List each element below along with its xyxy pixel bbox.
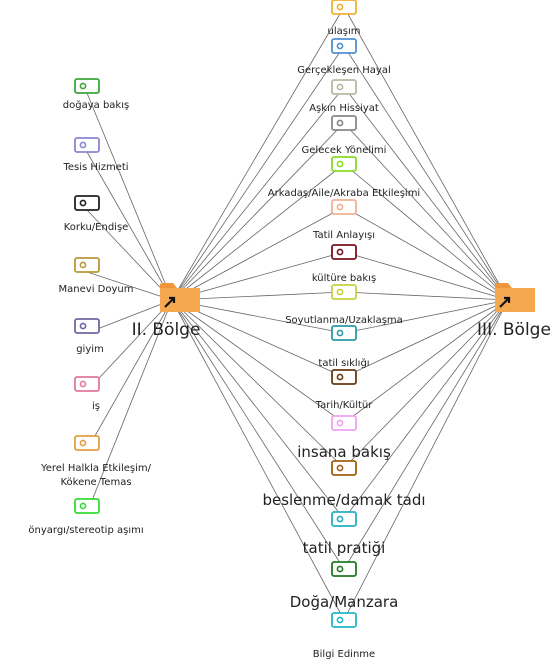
code-label: Doğa/Manzara (290, 593, 399, 611)
code-label: insana bakış (297, 443, 391, 461)
folder-shortcut-icon (495, 283, 535, 312)
connector-line (171, 86, 345, 301)
connector-line (343, 299, 509, 570)
code-label: Soyutlanma/Uzaklaşma (285, 315, 403, 326)
code-tag-icon (74, 376, 100, 392)
code-label: beslenme/damak tadı (262, 491, 425, 509)
connector-line (171, 299, 345, 334)
code-tag-icon (74, 318, 100, 334)
connector-line (343, 206, 509, 301)
code-label: iş (92, 401, 100, 412)
code-label: Bilgi Edinme (313, 649, 375, 660)
connector-line (86, 299, 173, 334)
connector-line (171, 163, 345, 301)
connector-line (171, 6, 345, 301)
connector-lines (86, 6, 509, 621)
connector-line (171, 299, 345, 424)
code-tag-icon (331, 156, 357, 172)
code-tag-icon (331, 79, 357, 95)
code-label: ulaşım (328, 26, 361, 37)
connector-line (86, 299, 173, 392)
code-tag-icon (331, 38, 357, 54)
code-label: tatil pratiği (303, 539, 386, 557)
connector-line (343, 251, 509, 301)
code-label: Kökene Temas (60, 477, 131, 488)
code-tag-icon (74, 257, 100, 273)
code-label: tatil sıklığı (318, 357, 369, 369)
code-tag-icon (74, 78, 100, 94)
code-tag-icon (331, 0, 357, 15)
connector-line (343, 6, 509, 301)
connector-line (86, 271, 173, 301)
code-label: Manevi Doyum (59, 284, 134, 295)
hub-iii-bolge[interactable]: III. Bölge (477, 283, 551, 340)
code-tag-icon (74, 137, 100, 153)
code-tag-icon (331, 244, 357, 260)
code-tag-icon (331, 460, 357, 476)
code-tag-icon (74, 195, 100, 211)
code-tag-icon (331, 511, 357, 527)
connector-line (343, 299, 509, 334)
code-label: Tarih/Kültür (315, 400, 374, 411)
connector-line (343, 122, 509, 301)
connector-line (171, 299, 345, 621)
connector-line (171, 299, 345, 469)
connector-line (171, 251, 345, 301)
hub-label-iii-bolge: III. Bölge (477, 320, 551, 340)
code-label: Gelecek Yönelimi (302, 145, 387, 156)
code-tag-icon (74, 498, 100, 514)
code-tag-icon (331, 284, 357, 300)
connector-line (343, 299, 509, 378)
code-label: Korku/Endişe (64, 222, 129, 233)
connector-line (343, 299, 509, 621)
connector-line (171, 299, 345, 570)
code-tag-icon (331, 369, 357, 385)
connector-line (343, 299, 509, 520)
connector-line (86, 209, 173, 301)
code-tag-icon (331, 325, 357, 341)
connector-line (171, 299, 345, 520)
connector-line (171, 206, 345, 301)
hub-ii-bolge[interactable]: II. Bölge (132, 283, 201, 340)
code-tag-icon (331, 115, 357, 131)
code-tag-icon (331, 199, 357, 215)
code-label: giyim (76, 344, 104, 355)
code-label: Aşkın Hissiyat (309, 103, 379, 114)
connector-line (86, 151, 173, 301)
connector-line (171, 291, 345, 301)
connector-line (171, 45, 345, 301)
code-label: doğaya bakış (63, 99, 129, 111)
code-label: Tatil Anlayışı (312, 230, 375, 241)
code-label: kültüre bakış (312, 273, 376, 284)
code-tag-icon (331, 612, 357, 628)
connector-line (343, 86, 509, 301)
hub-label-ii-bolge: II. Bölge (132, 320, 201, 340)
connector-line (171, 122, 345, 301)
code-label: önyargı/stereotip aşımı (28, 525, 143, 536)
code-tag-icon (74, 435, 100, 451)
code-label: Yerel Halkla Etkileşim/ (40, 463, 152, 474)
code-label: Tesis Hizmeti (62, 162, 128, 173)
connector-line (171, 299, 345, 378)
folder-shortcut-icon (160, 283, 200, 312)
connector-line (86, 92, 173, 301)
code-label: Arkadaş/Aile/Akraba Etkileşimi (268, 188, 420, 199)
connector-line (343, 299, 509, 469)
code-tag-icon (331, 415, 357, 431)
connector-line (343, 299, 509, 424)
code-tag-icon (331, 561, 357, 577)
connector-line (343, 45, 509, 301)
connector-line (86, 299, 173, 514)
connector-line (343, 163, 509, 301)
connector-line (343, 291, 509, 301)
connector-line (86, 299, 173, 451)
code-label: Gerçekleşen Hayal (297, 65, 391, 76)
